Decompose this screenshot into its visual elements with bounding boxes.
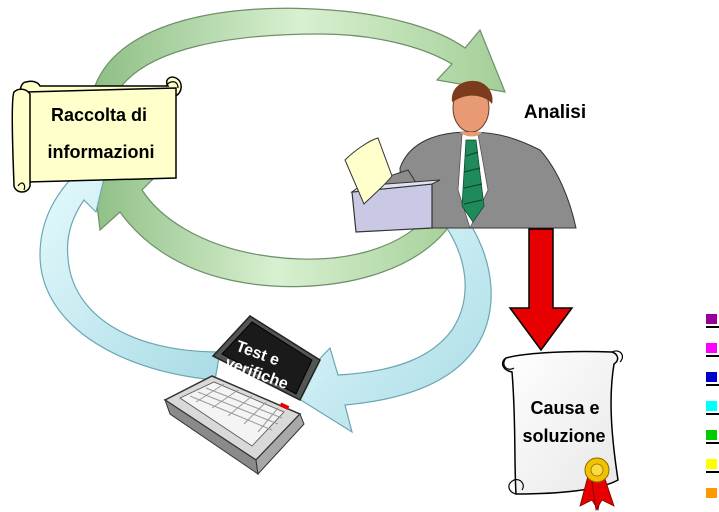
laptop-icon [163, 315, 321, 476]
palette-swatch [706, 372, 717, 382]
arrow-analysis-to-test [287, 205, 492, 434]
certificate-icon [501, 350, 624, 495]
palette-swatch [706, 343, 717, 353]
gather-label-line2: informazioni [48, 142, 155, 162]
palette-swatch [706, 314, 717, 324]
scroll-icon [11, 76, 182, 193]
palette-swatch [706, 488, 717, 498]
cause-label-line1: Causa e [530, 398, 599, 418]
palette-swatch [706, 430, 717, 440]
cause-label-line2: soluzione [522, 426, 605, 446]
businessman-icon [344, 80, 577, 233]
palette-swatch [706, 401, 717, 411]
palette-swatch [706, 459, 717, 469]
red-arrow-down [508, 228, 574, 352]
analysis-label: Analisi [524, 102, 586, 123]
arrow-analysis-to-gather [91, 162, 463, 288]
arrow-gather-to-analysis [94, 7, 506, 93]
ribbon-seal-icon [579, 457, 615, 512]
gather-label-line1: Raccolta di [51, 105, 147, 125]
color-palette [706, 314, 719, 498]
